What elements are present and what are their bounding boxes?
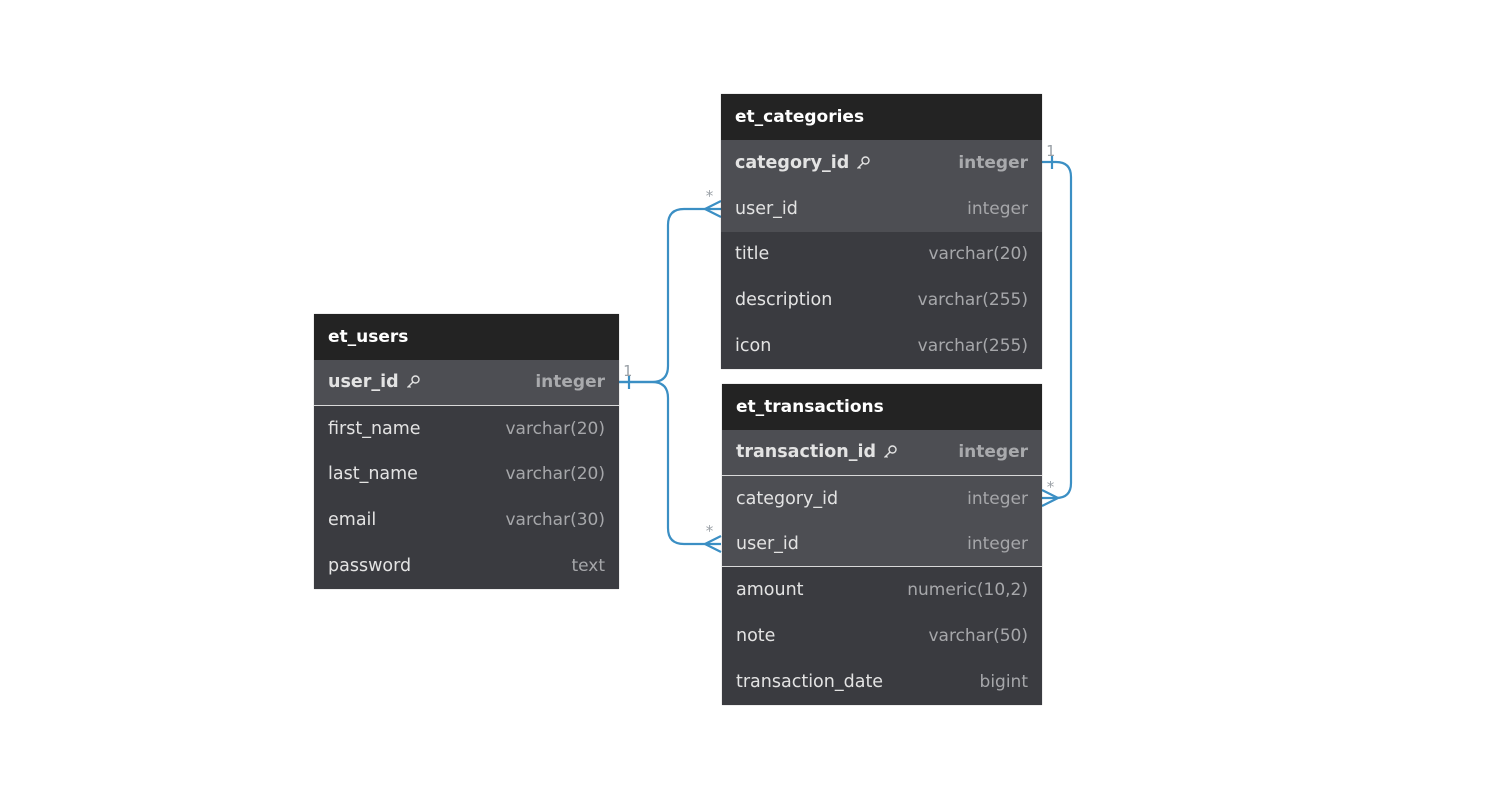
column-type: varchar(50) [928, 626, 1028, 647]
column-name: description [735, 290, 833, 311]
rel-users-transactions[interactable] [619, 380, 721, 546]
card-users-categories-one: 1 [623, 362, 633, 380]
column-type: varchar(255) [917, 290, 1028, 311]
column-row[interactable]: icon varchar(255) [721, 323, 1042, 369]
column-row[interactable]: title varchar(20) [721, 232, 1042, 278]
column-type: varchar(20) [928, 244, 1028, 265]
column-name: first_name [328, 418, 421, 439]
column-type: bigint [979, 671, 1028, 692]
column-name: last_name [328, 464, 418, 485]
card-categories-one: 1 [1046, 142, 1056, 160]
column-type: varchar(20) [505, 464, 605, 485]
column-type: varchar(30) [505, 510, 605, 531]
column-row[interactable]: email varchar(30) [314, 497, 619, 543]
column-name: transaction_date [736, 671, 884, 692]
column-name: transaction_id [736, 442, 876, 463]
rel-users-categories[interactable] [619, 207, 721, 384]
column-row[interactable]: user_id integer [314, 360, 619, 406]
table-header[interactable]: et_transactions [722, 384, 1042, 430]
table-header[interactable]: et_users [314, 314, 619, 360]
table-et-users[interactable]: et_users user_id integer first_name varc… [314, 314, 619, 589]
column-name: icon [735, 336, 772, 357]
column-row[interactable]: category_id integer [722, 475, 1042, 522]
column-type: integer [967, 533, 1028, 554]
column-name: email [328, 510, 377, 531]
column-type: integer [967, 488, 1028, 509]
column-name: category_id [735, 152, 850, 173]
column-type: varchar(20) [505, 418, 605, 439]
table-et-transactions[interactable]: et_transactions transaction_id integer c… [722, 384, 1042, 705]
column-name: category_id [736, 488, 839, 509]
column-type: numeric(10,2) [907, 580, 1028, 601]
crowfoot-categories-user [704, 200, 722, 218]
column-row[interactable]: last_name varchar(20) [314, 452, 619, 498]
column-row[interactable]: password text [314, 543, 619, 589]
column-type: integer [958, 442, 1028, 463]
column-row[interactable]: user_id integer [721, 185, 1042, 232]
column-type: integer [958, 152, 1028, 173]
column-type: integer [967, 198, 1028, 219]
crowfoot-transactions-user [704, 535, 722, 553]
column-row[interactable]: transaction_id integer [722, 430, 1042, 476]
card-categories-many: * [705, 187, 715, 205]
key-icon [882, 444, 898, 460]
column-row[interactable]: amount numeric(10,2) [722, 567, 1042, 613]
column-name: amount [736, 580, 804, 601]
column-row[interactable]: description varchar(255) [721, 277, 1042, 323]
table-et-categories[interactable]: et_categories category_id integer user_i… [721, 94, 1042, 369]
column-row[interactable]: category_id integer [721, 140, 1042, 186]
column-type: integer [535, 372, 605, 393]
key-icon [855, 155, 871, 171]
key-icon [405, 374, 421, 390]
column-name: title [735, 244, 770, 265]
column-type: varchar(255) [917, 336, 1028, 357]
column-name: user_id [736, 533, 799, 554]
column-type: text [571, 556, 605, 577]
column-row[interactable]: user_id integer [722, 521, 1042, 568]
card-transactions-category-many: * [1046, 478, 1056, 496]
column-name: user_id [735, 198, 798, 219]
column-name: note [736, 626, 776, 647]
column-row[interactable]: note varchar(50) [722, 613, 1042, 659]
column-row[interactable]: transaction_date bigint [722, 659, 1042, 705]
table-header[interactable]: et_categories [721, 94, 1042, 140]
column-row[interactable]: first_name varchar(20) [314, 406, 619, 452]
column-name: password [328, 556, 412, 577]
rel-categories-transactions[interactable] [1042, 160, 1073, 500]
crowfoot-transactions-category [1041, 489, 1059, 507]
card-transactions-user-many: * [705, 522, 715, 540]
column-name: user_id [328, 372, 399, 393]
